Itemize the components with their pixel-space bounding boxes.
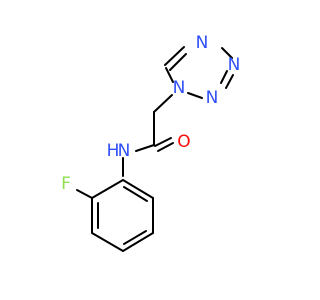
- atom-label-f: F: [61, 174, 71, 194]
- bond-n4-n3: [221, 47, 233, 59]
- bonds: [76, 46, 234, 252]
- bond-c6-c1: [122, 179, 154, 199]
- bond-c5-n4-outer: [164, 46, 185, 66]
- bond-carbonyl-o-1: [154, 137, 172, 147]
- bond-c4-c5-inner: [123, 230, 147, 245]
- bond-c4-c5: [122, 232, 154, 252]
- atom-labels: N N N N O H N F: [61, 33, 240, 194]
- bond-n1-c5: [165, 67, 174, 83]
- bond-c1-c2: [91, 179, 124, 199]
- bond-n3-n2-inner: [220, 70, 228, 84]
- atom-label-n-amide: N: [118, 141, 131, 161]
- bond-carbonyl-n: [135, 144, 155, 152]
- bond-n1-ch2: [153, 94, 173, 113]
- bond-c6-c1-inner: [123, 186, 148, 202]
- atom-label-n-tetrazole-3: N: [228, 55, 241, 75]
- bond-c3-c4: [91, 232, 124, 252]
- molecule-structure: N N N N O H N F: [61, 33, 240, 252]
- atom-label-h-amide: H: [107, 141, 120, 161]
- bond-n2-n1: [187, 92, 203, 99]
- bond-c2-f: [76, 189, 93, 199]
- atom-label-n-tetrazole-2: N: [206, 88, 219, 108]
- bond-carbonyl-o-2: [157, 142, 174, 152]
- atom-label-o-carbonyl: O: [177, 132, 190, 152]
- atom-label-n-tetrazole-1: N: [173, 78, 186, 98]
- bond-n3-n2-outer: [225, 74, 234, 89]
- atom-label-n-tetrazole-4: N: [196, 33, 209, 53]
- bond-c5-n4-inner: [169, 53, 187, 71]
